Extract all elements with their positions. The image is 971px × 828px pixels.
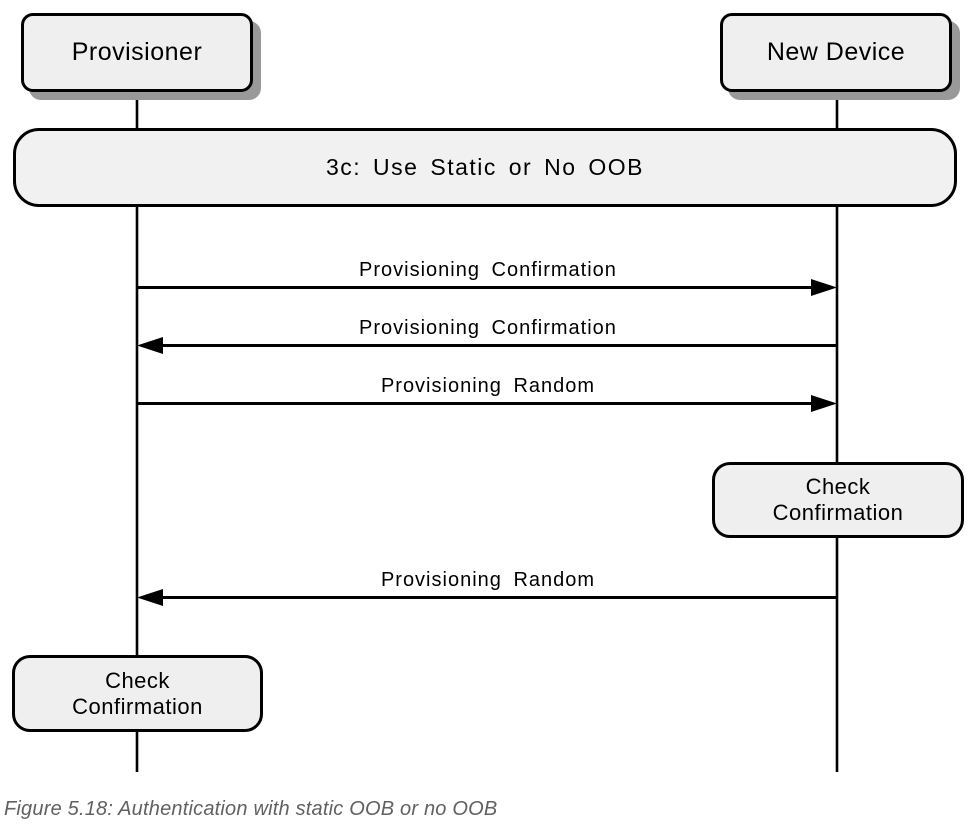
actor-new-device-box: New Device bbox=[720, 13, 952, 92]
step-banner-label: 3c: Use Static or No OOB bbox=[325, 154, 645, 180]
actor-provisioner-label: Provisioner bbox=[71, 38, 203, 66]
action-label-line: Confirmation bbox=[72, 693, 203, 719]
message-label-3: Provisioning Random bbox=[380, 375, 596, 397]
action-label-line: Check bbox=[105, 667, 170, 693]
actor-new-device-label: New Device bbox=[766, 38, 906, 66]
action-box-provisioner: Check Confirmation bbox=[12, 655, 263, 732]
message-label-2: Provisioning Confirmation bbox=[359, 317, 617, 339]
step-banner: 3c: Use Static or No OOB bbox=[13, 128, 957, 207]
action-box-new-device: Check Confirmation bbox=[712, 462, 964, 538]
actor-provisioner-box: Provisioner bbox=[21, 13, 253, 92]
arrowhead-right-icon bbox=[811, 279, 837, 296]
message-label-1: Provisioning Confirmation bbox=[359, 259, 617, 281]
action-label-line: Confirmation bbox=[772, 500, 904, 525]
message-label-4: Provisioning Random bbox=[380, 569, 596, 591]
figure-caption: Figure 5.18: Authentication with static … bbox=[4, 798, 498, 820]
arrowhead-left-icon bbox=[137, 589, 163, 606]
action-label-line: Check bbox=[805, 474, 871, 499]
arrowhead-right-icon bbox=[811, 395, 837, 412]
arrowhead-left-icon bbox=[137, 337, 163, 354]
